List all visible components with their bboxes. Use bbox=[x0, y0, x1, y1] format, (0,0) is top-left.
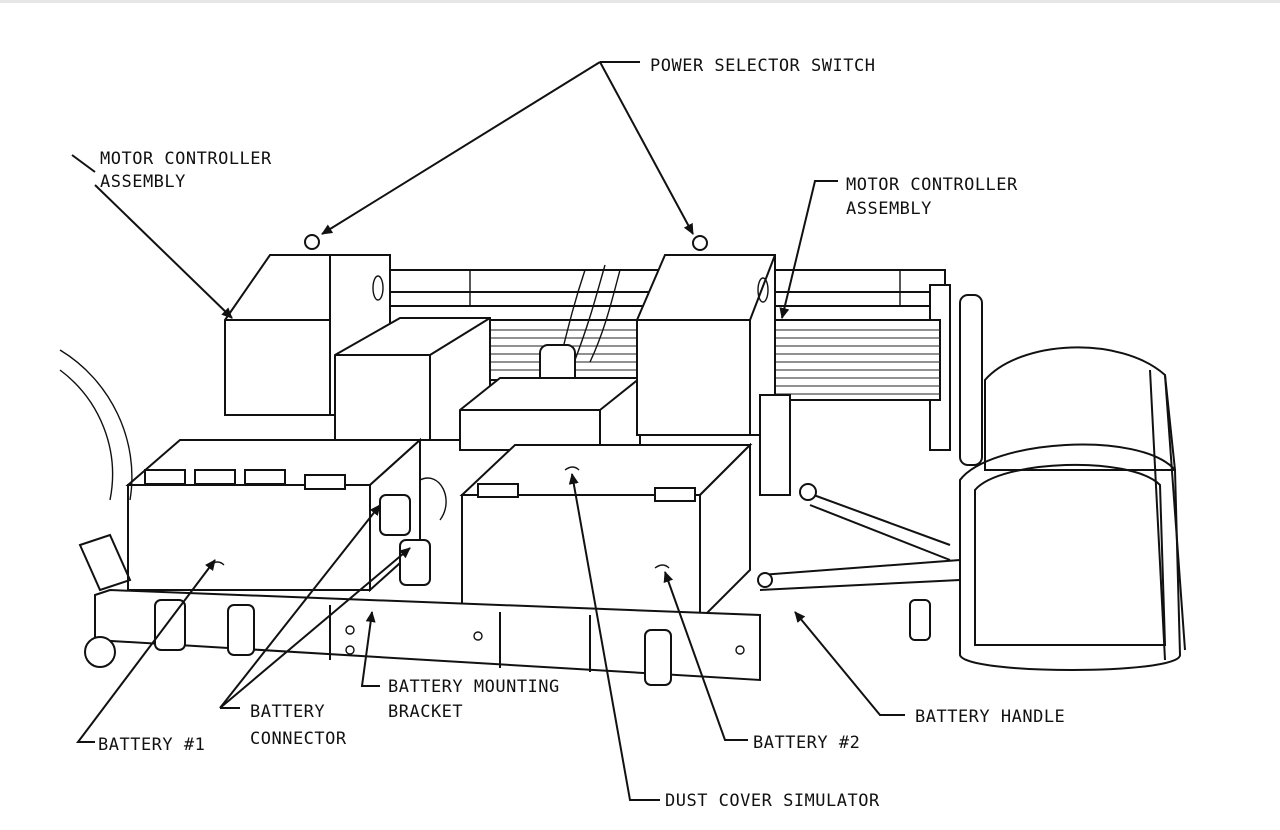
center-lower-box bbox=[459, 377, 641, 451]
label-battery-mounting-bracket-2: BRACKET bbox=[388, 702, 463, 722]
label-motor-controller-left-1: MOTOR CONTROLLER bbox=[100, 149, 272, 169]
left-frame bbox=[59, 349, 133, 668]
label-motor-controller-left-2: ASSEMBLY bbox=[100, 172, 186, 192]
label-battery-1: BATTERY #1 bbox=[98, 735, 205, 755]
fin-pack-right bbox=[774, 319, 941, 401]
motor-controller-right bbox=[636, 235, 791, 496]
top-border bbox=[0, 0, 1280, 3]
power-selector-switch-right-knob bbox=[692, 235, 708, 251]
battery-1 bbox=[125, 437, 423, 593]
label-battery-connector-1: BATTERY bbox=[250, 702, 325, 722]
label-battery-2: BATTERY #2 bbox=[753, 733, 860, 753]
leader-lines bbox=[71, 61, 905, 801]
cable-bundle bbox=[539, 264, 621, 386]
label-motor-controller-right-1: MOTOR CONTROLLER bbox=[846, 175, 1018, 195]
label-battery-connector-2: CONNECTOR bbox=[250, 729, 347, 749]
dust-cover-cylinder bbox=[959, 346, 1186, 671]
label-power-selector-switch: POWER SELECTOR SWITCH bbox=[650, 56, 875, 76]
label-motor-controller-right-2: ASSEMBLY bbox=[846, 199, 932, 219]
handle-linkage bbox=[757, 483, 961, 641]
label-battery-handle: BATTERY HANDLE bbox=[915, 707, 1065, 727]
power-selector-switch-left-knob bbox=[304, 234, 320, 250]
battery-2 bbox=[459, 442, 753, 623]
label-dust-cover-simulator: DUST COVER SIMULATOR bbox=[665, 791, 880, 811]
center-electronics-box bbox=[334, 317, 491, 441]
battery-mounting-bracket bbox=[94, 588, 761, 686]
label-battery-mounting-bracket-1: BATTERY MOUNTING bbox=[388, 677, 560, 697]
